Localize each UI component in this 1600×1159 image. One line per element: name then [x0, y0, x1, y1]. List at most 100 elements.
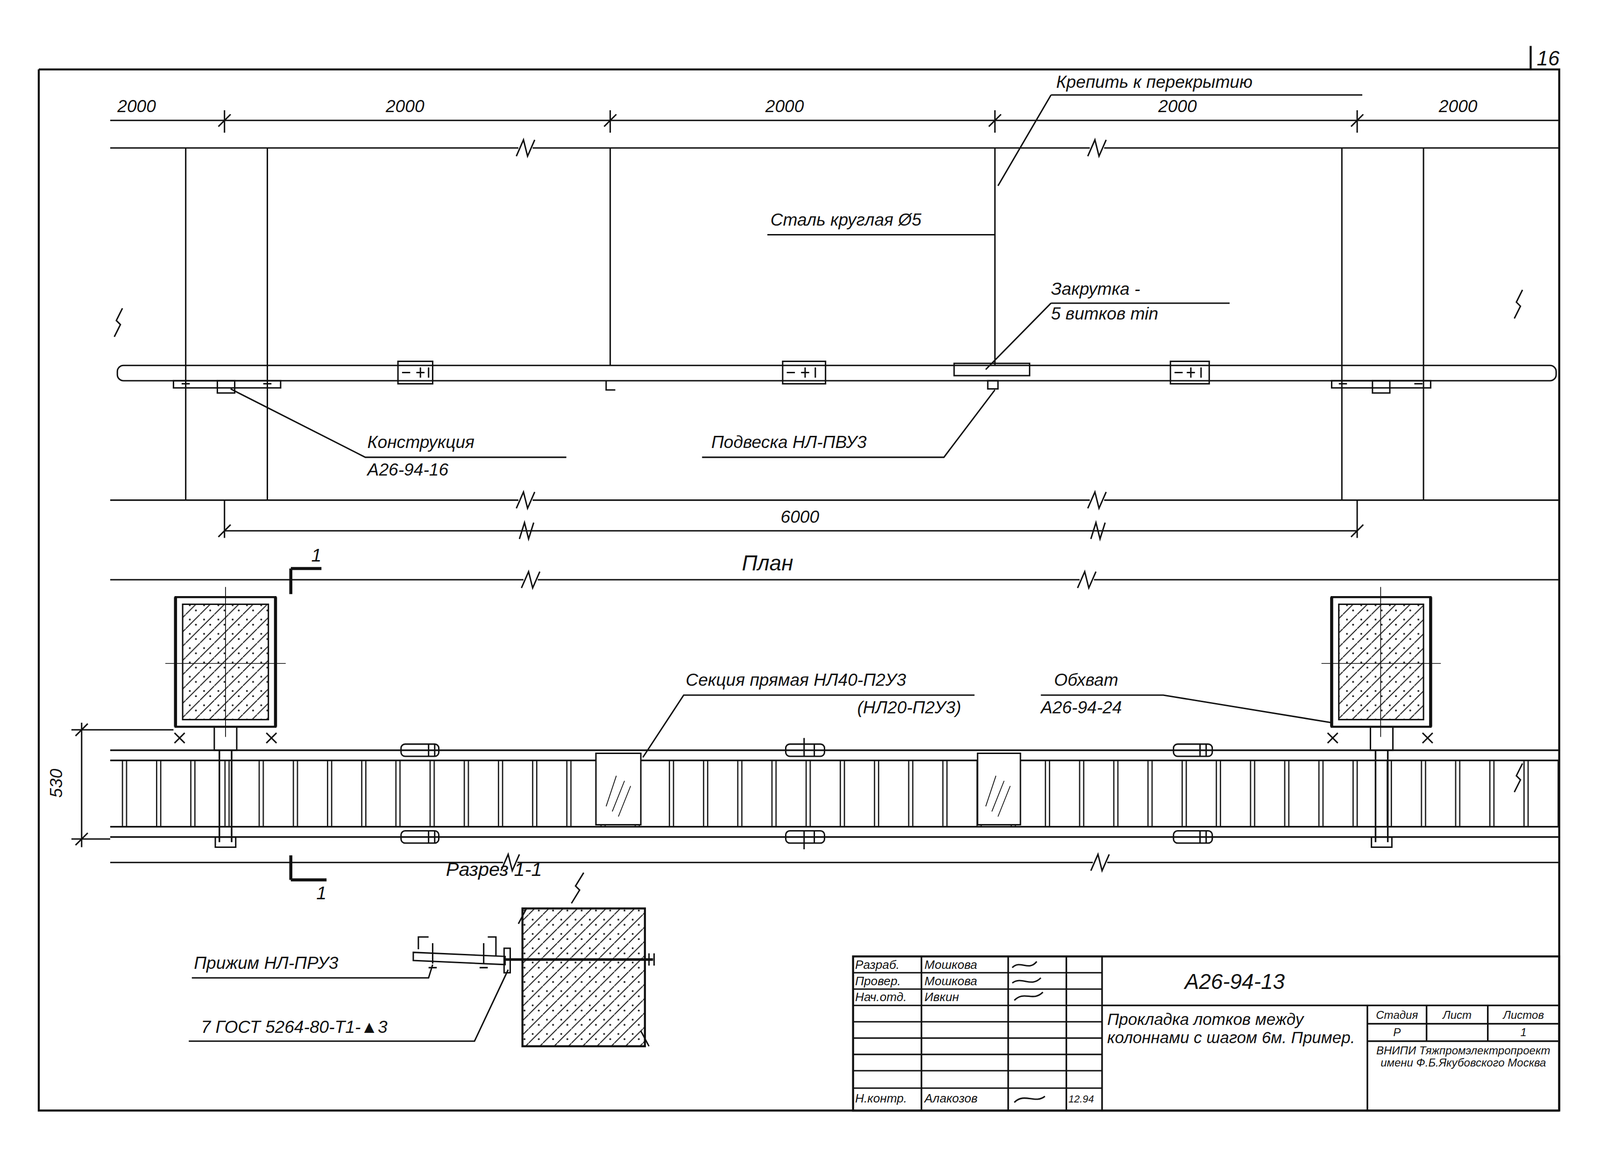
title-block-text: ВНИПИ Тяжпромэлектропроект имени Ф.Б.Яку… — [1369, 1043, 1558, 1069]
drawing-line — [1012, 961, 1046, 1103]
drawing-line — [853, 972, 1103, 1088]
drawing-line — [595, 753, 641, 825]
title-block-text: Нач.отд. — [855, 991, 907, 1005]
drawing-line — [418, 936, 437, 968]
drawing-line — [290, 568, 322, 595]
drawing-label: Конструкция — [367, 433, 475, 454]
drawing-line — [1514, 290, 1523, 319]
drawing-label: 2000 — [765, 98, 805, 118]
drawing-line — [110, 760, 1560, 827]
drawing-line — [501, 854, 1110, 871]
drawing-line — [998, 94, 1363, 186]
drawing-line — [767, 233, 995, 236]
drawing-line — [1200, 743, 1207, 843]
drawing-line — [516, 139, 1107, 156]
drawing-line — [521, 571, 1097, 588]
drawing-label: Разрез 1-1 — [446, 859, 543, 881]
drawing-label: 2000 — [117, 98, 156, 118]
drawing-line — [397, 361, 433, 384]
drawing-label: Сталь круглая Ø5 — [770, 211, 922, 231]
drawing-line — [1170, 361, 1210, 384]
drawing-line — [1338, 382, 1423, 385]
title-block-text: 12.94 — [1068, 1092, 1095, 1105]
drawing-line — [230, 388, 567, 457]
drawing-label: Подвеска НЛ-ПВУ3 — [711, 433, 867, 454]
leader-lines — [230, 94, 1363, 458]
sheet-frame — [38, 45, 1560, 1111]
drawing-line — [181, 382, 272, 385]
drawing-line — [977, 753, 1021, 825]
drawing-label: 1 — [311, 545, 322, 567]
drawing-line — [1371, 836, 1393, 848]
drawing-line — [643, 694, 975, 758]
drawing-line — [1370, 726, 1393, 751]
drawing-line — [701, 389, 995, 458]
drawing-label: 16 — [1536, 47, 1560, 70]
title-block-text: Ивкин — [924, 991, 960, 1005]
drawing-line — [1102, 1005, 1560, 1111]
drawing-line — [479, 936, 496, 968]
title-block — [853, 955, 1560, 1111]
drawing-line — [1529, 45, 1532, 70]
drawing-line — [165, 586, 286, 737]
title-block-text: А26-94-13 — [1104, 969, 1366, 993]
drawing-line — [110, 861, 1560, 864]
drawing-line — [649, 953, 655, 966]
drawing-line — [853, 955, 1560, 1111]
elevation-view — [110, 110, 1560, 539]
drawing-line — [804, 737, 815, 850]
drawing-label: 2000 — [1158, 98, 1197, 118]
title-block-text: Листов — [1487, 1008, 1560, 1021]
drawing-line — [1331, 380, 1431, 388]
drawing-line — [505, 957, 654, 961]
drawing-line — [985, 303, 1230, 370]
drawing-line — [987, 380, 999, 389]
title-block-text: Стадия — [1367, 1008, 1427, 1021]
drawing-line — [1331, 596, 1431, 727]
drawing-line — [428, 743, 435, 843]
drawing-line — [1514, 763, 1523, 792]
drawing-label: Закрутка - — [1051, 280, 1141, 300]
drawing-line — [1174, 367, 1202, 378]
drawing-line — [173, 380, 281, 388]
drawing-line — [1338, 604, 1424, 720]
drawing-label: 1 — [316, 883, 327, 904]
drawing-line — [174, 732, 277, 744]
drawing-line — [110, 750, 1560, 837]
title-block-text: Провер. — [855, 974, 901, 989]
title-block-text: 1 — [1487, 1025, 1560, 1038]
drawing-label: Секция прямая НЛ40-П2У3 — [685, 671, 907, 691]
drawing-line — [571, 872, 584, 904]
drawing-line — [401, 743, 439, 757]
drawing-line — [217, 380, 235, 393]
leader-lines — [643, 694, 1332, 758]
title-block-text: Р — [1367, 1025, 1427, 1038]
drawing-line — [1372, 380, 1390, 393]
drawing-line — [185, 148, 1424, 501]
drawing-line — [786, 367, 816, 378]
drawing-label: 2000 — [385, 98, 425, 118]
drawing-line — [1327, 732, 1433, 744]
leader-lines — [188, 964, 509, 1041]
drawing-label: 7 ГОСТ 5264-80-Т1-▲3 — [200, 1018, 388, 1038]
drawing-line — [214, 726, 237, 751]
section-view — [413, 872, 655, 1046]
drawing-line — [224, 500, 1358, 539]
title-block-text: Н.контр. — [855, 1091, 907, 1106]
title-block-text: Мошкова — [924, 974, 978, 989]
drawing-line — [413, 952, 506, 965]
drawing-line — [518, 908, 650, 1047]
drawing-line — [401, 830, 439, 843]
drawing-line — [954, 363, 1030, 376]
drawing-line — [114, 308, 123, 337]
drawing-line — [1331, 596, 1431, 727]
drawing-line — [290, 855, 327, 880]
drawing-line — [38, 69, 1560, 1111]
drawing-line — [1375, 750, 1388, 843]
drawing-line — [110, 579, 1560, 581]
drawing-line — [71, 722, 174, 848]
drawing-label: 6000 — [780, 508, 820, 528]
drawing-line — [606, 775, 631, 817]
drawing-label: 530 — [47, 768, 67, 798]
